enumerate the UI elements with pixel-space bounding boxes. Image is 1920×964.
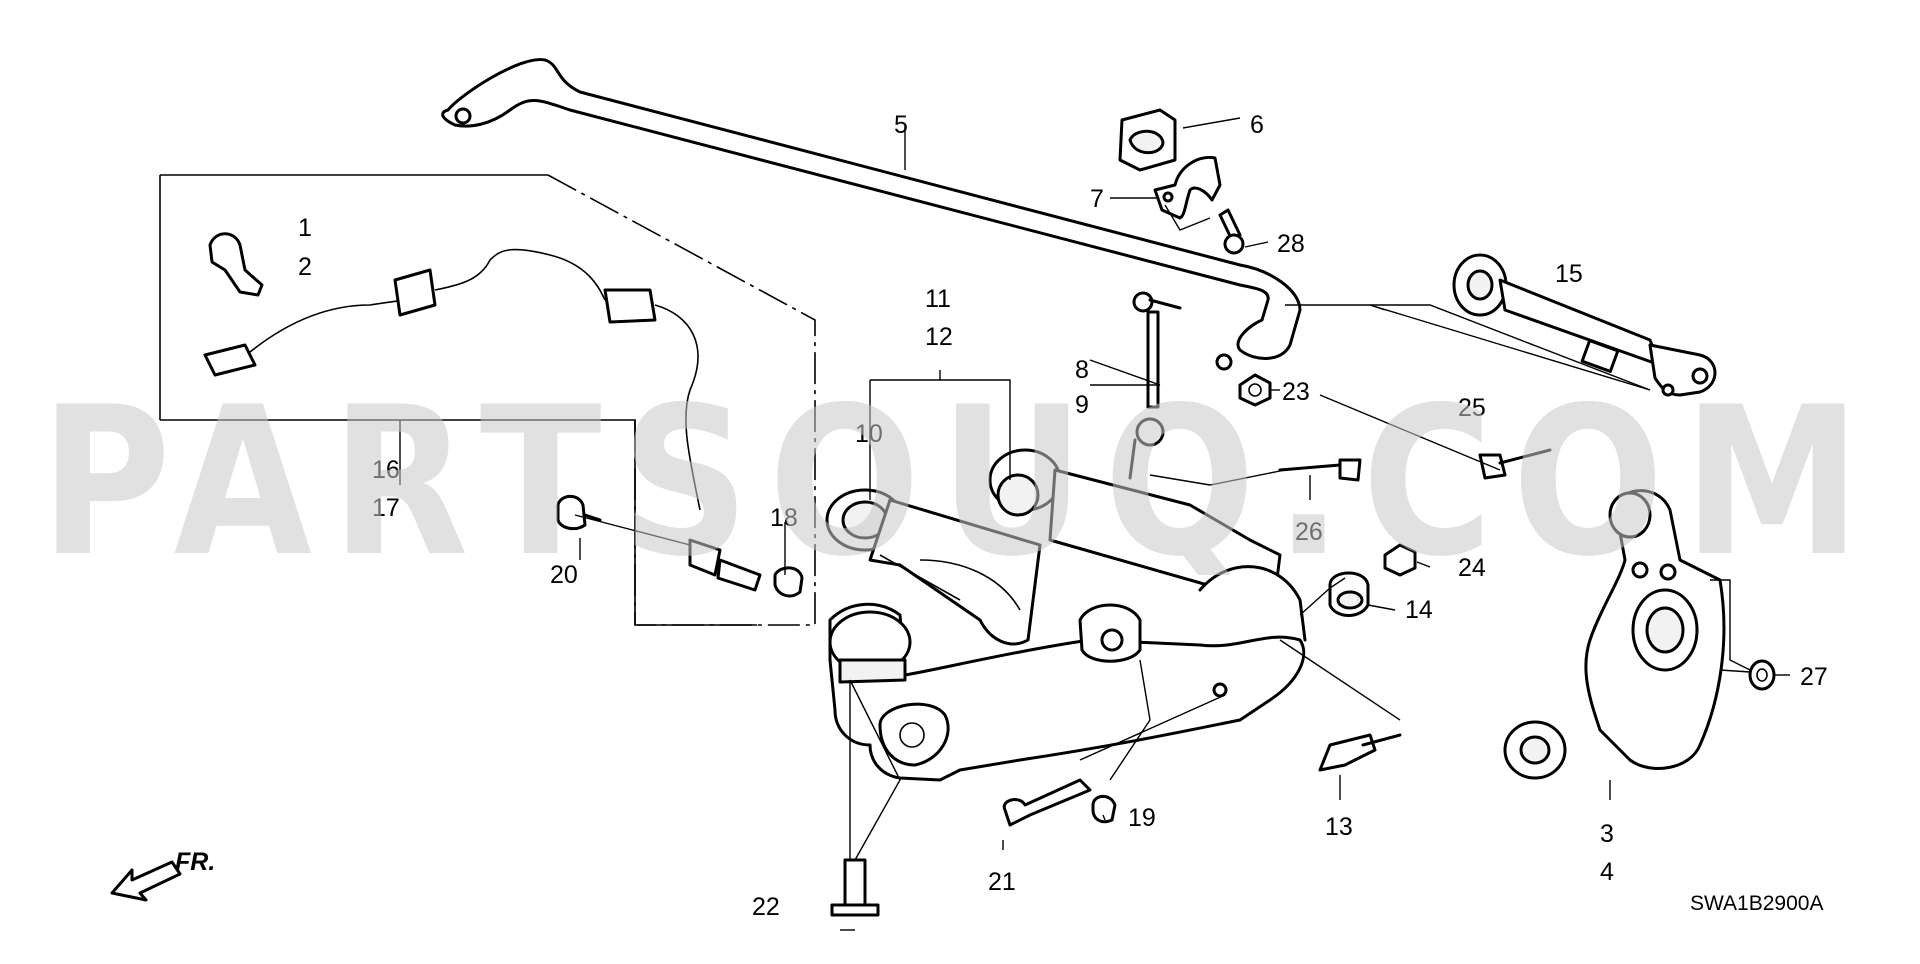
callout-28: 28 bbox=[1277, 230, 1305, 258]
callout-26: 26 bbox=[1295, 518, 1323, 546]
callout-5: 5 bbox=[894, 111, 908, 139]
leader-lines bbox=[399, 117, 1790, 931]
callout-24: 24 bbox=[1458, 554, 1486, 582]
group-boxes bbox=[159, 174, 816, 626]
callout-18: 18 bbox=[770, 504, 798, 532]
callout-21: 21 bbox=[988, 868, 1016, 896]
knuckle bbox=[1503, 489, 1726, 780]
lower-arm-a bbox=[825, 488, 1042, 646]
clip bbox=[208, 232, 264, 297]
callout-19: 19 bbox=[1128, 804, 1156, 832]
callout-27: 27 bbox=[1800, 663, 1828, 691]
callout-3: 3 bbox=[1600, 820, 1614, 848]
stabilizer-link bbox=[1128, 291, 1182, 480]
callout-16: 16 bbox=[372, 456, 400, 484]
callout-14: 14 bbox=[1405, 596, 1433, 624]
callout-13: 13 bbox=[1325, 813, 1353, 841]
callout-11: 11 bbox=[925, 285, 951, 313]
abs-sensor-cable bbox=[203, 248, 762, 592]
trailing-arm bbox=[828, 565, 1307, 782]
callout-4: 4 bbox=[1600, 858, 1614, 886]
callout-1: 1 bbox=[298, 214, 312, 242]
small-nuts bbox=[1238, 373, 1417, 617]
callout-8: 8 bbox=[1075, 356, 1089, 384]
callout-20: 20 bbox=[550, 561, 578, 589]
front-direction-arrow: FR. bbox=[110, 848, 215, 902]
callout-12: 12 bbox=[925, 323, 953, 351]
callout-23: 23 bbox=[1282, 378, 1310, 406]
washer-27 bbox=[1748, 659, 1776, 691]
callout-22: 22 bbox=[752, 893, 780, 921]
fr-label: FR. bbox=[175, 848, 215, 876]
stabilizer-bushing bbox=[1118, 108, 1177, 172]
upper-control-arm bbox=[1452, 253, 1717, 397]
callout-10: 10 bbox=[855, 420, 883, 448]
bolts bbox=[830, 448, 1552, 917]
small-fasteners-left bbox=[556, 494, 804, 598]
callout-7: 7 bbox=[1090, 185, 1104, 213]
stabilizer-bar bbox=[441, 58, 1302, 371]
diagram-code: SWA1B2900A bbox=[1690, 892, 1823, 915]
stabilizer-holder bbox=[1153, 155, 1245, 255]
callout-9: 9 bbox=[1075, 391, 1089, 419]
callout-25: 25 bbox=[1458, 394, 1486, 422]
callout-2: 2 bbox=[298, 253, 312, 281]
callout-labels: 1 2 3 4 5 6 7 8 9 10 11 12 13 14 15 16 1… bbox=[298, 111, 1828, 921]
callout-17: 17 bbox=[372, 494, 400, 522]
callout-15: 15 bbox=[1555, 260, 1583, 288]
callout-6: 6 bbox=[1250, 111, 1264, 139]
